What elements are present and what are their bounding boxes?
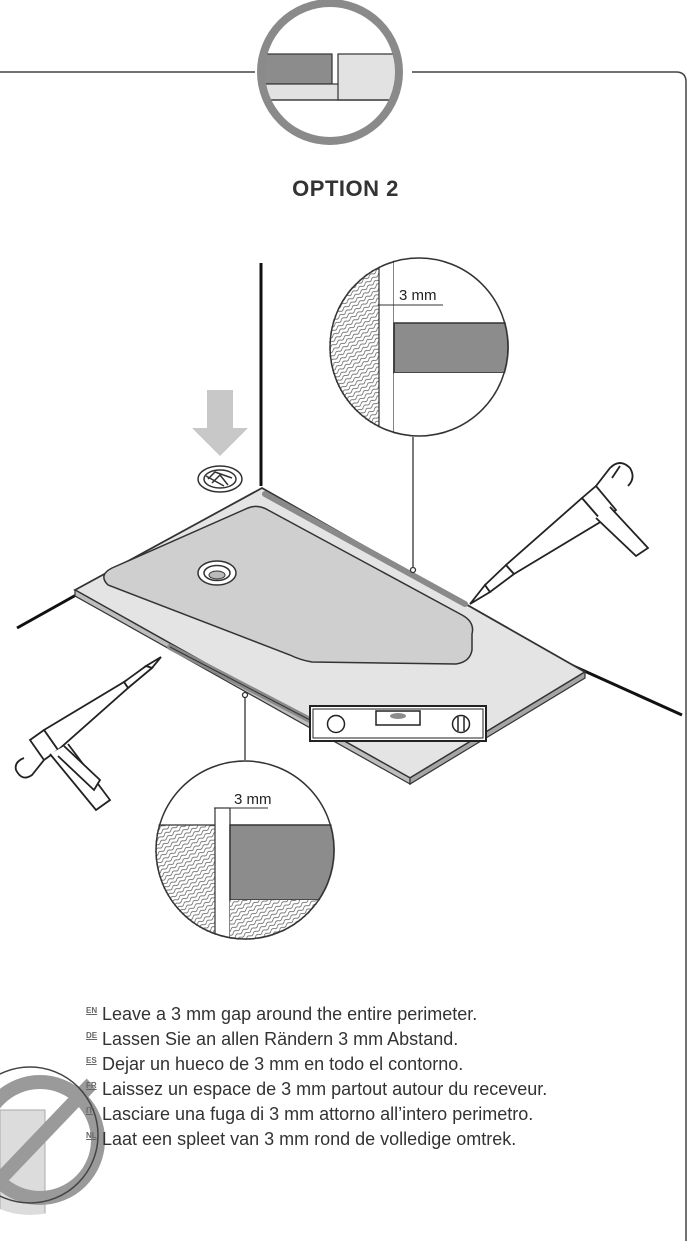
page-frame — [0, 71, 687, 1241]
instruction-nl: NL Laat een spleet van 3 mm rond de volle… — [86, 1125, 686, 1150]
instruction-text: Lassen Sie an allen Rändern 3 mm Abstand… — [102, 1029, 459, 1049]
instruction-text: Dejar un hueco de 3 mm en todo el contor… — [102, 1054, 464, 1074]
gap-label-top: 3 mm — [399, 287, 437, 304]
lang-code: ES — [86, 1056, 97, 1065]
sealant-strip-right — [262, 491, 468, 607]
gap-label-bottom: 3 mm — [234, 791, 272, 808]
instruction-de: DE Lassen Sie an allen Rändern 3 mm Absta… — [86, 1025, 686, 1050]
spirit-level-icon — [309, 705, 487, 742]
option-badge-icon — [257, 0, 403, 145]
lang-code: FR — [86, 1081, 97, 1090]
instruction-list: EN Leave a 3 mm gap around the entire per… — [86, 1000, 686, 1150]
instruction-text: Laat een spleet van 3 mm rond de volledi… — [102, 1129, 517, 1149]
instruction-text: Leave a 3 mm gap around the entire perim… — [102, 1004, 478, 1024]
gap-detail-top — [329, 257, 509, 437]
drain-grate-icon — [197, 465, 243, 493]
instruction-en: EN Leave a 3 mm gap around the entire per… — [86, 1000, 686, 1025]
gap-detail-bottom — [155, 760, 335, 940]
down-arrow-icon — [192, 390, 248, 456]
instruction-it: IT Lasciare una fuga di 3 mm attorno all’… — [86, 1100, 686, 1125]
lang-code: IT — [86, 1106, 94, 1115]
option-title: OPTION 2 — [292, 176, 399, 201]
instruction-fr: FR Laissez un espace de 3 mm partout auto… — [86, 1075, 686, 1100]
instruction-text: Laissez un espace de 3 mm partout autour… — [102, 1079, 548, 1099]
instruction-es: ES Dejar un hueco de 3 mm en todo el cont… — [86, 1050, 686, 1075]
caulk-gun-right-icon — [469, 462, 650, 605]
instruction-text: Lasciare una fuga di 3 mm attorno all’in… — [102, 1104, 534, 1124]
lang-code: NL — [86, 1131, 97, 1140]
lang-code: DE — [86, 1031, 98, 1040]
lang-code: EN — [86, 1006, 98, 1015]
prohibited-icon — [0, 1060, 110, 1215]
wall-left-floor — [16, 588, 86, 630]
caulk-gun-left-icon — [14, 656, 162, 812]
